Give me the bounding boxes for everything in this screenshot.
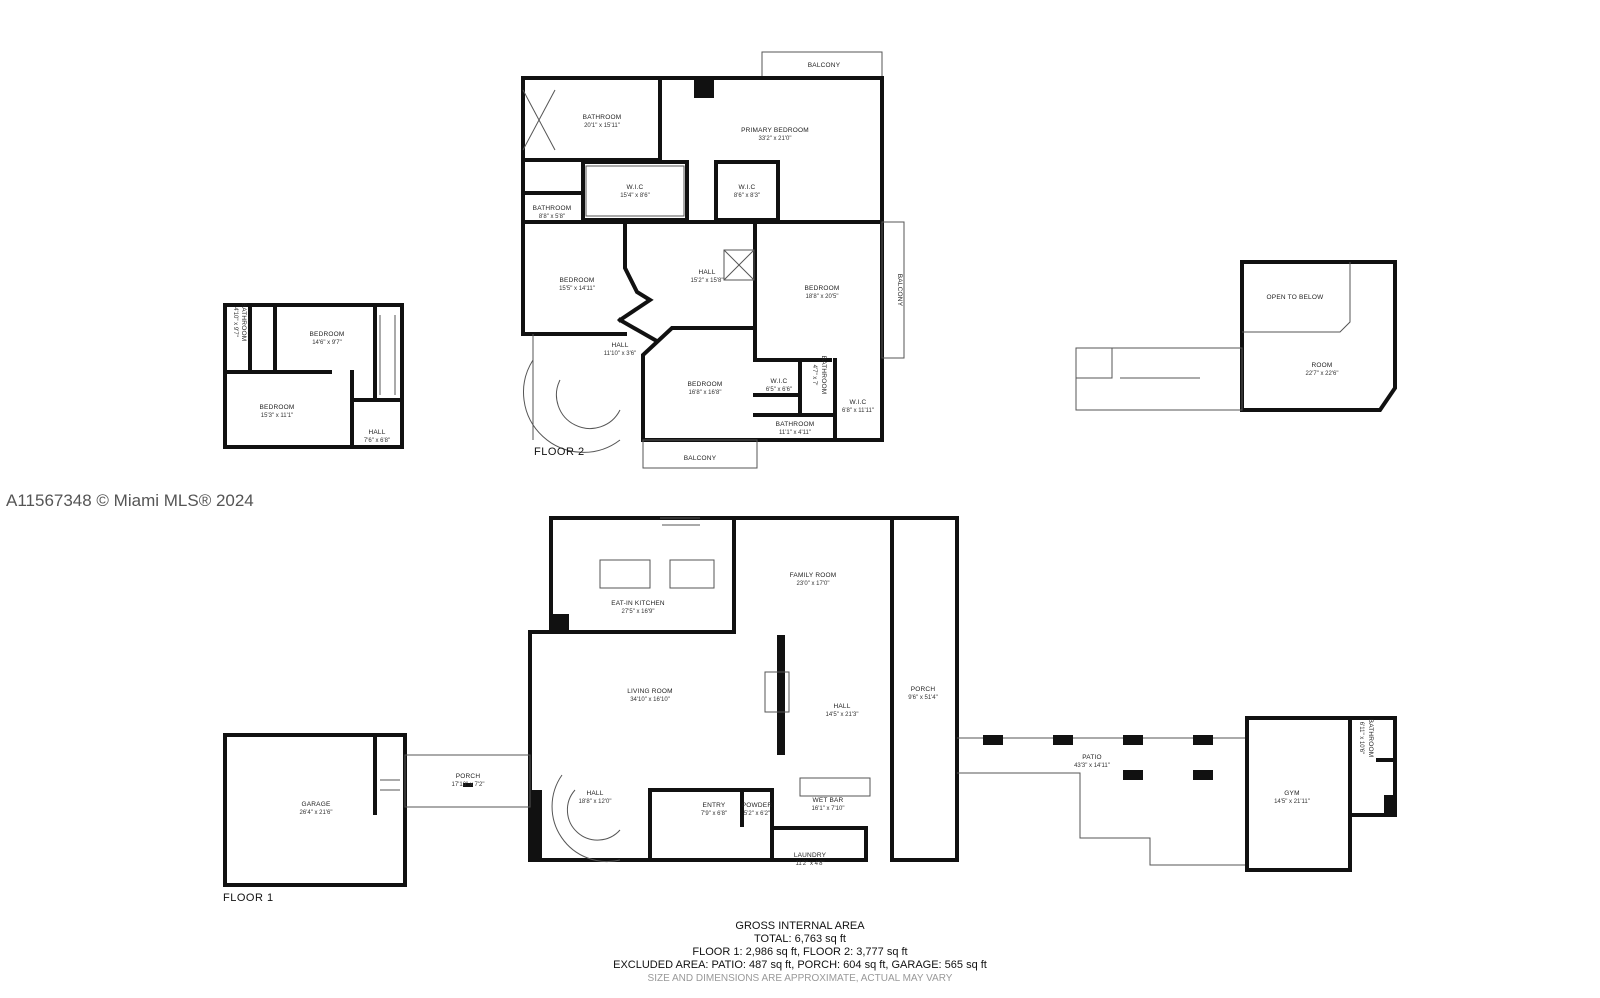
guest-house-walls — [223, 303, 404, 449]
room-name: BATHROOM — [820, 356, 827, 395]
room-name: GARAGE — [301, 801, 330, 808]
room-dimensions: 20'1" x 15'11" — [584, 123, 620, 129]
room-dimensions: 18'8" x 20'5" — [806, 294, 839, 300]
room-name: BALCONY — [808, 62, 841, 69]
room-name: PRIMARY BEDROOM — [741, 127, 809, 134]
gia-total: TOTAL: 6,763 sq ft — [754, 933, 846, 945]
room-dimensions: 8'8" x 5'8" — [539, 214, 565, 220]
room-name: EAT-IN KITCHEN — [611, 600, 665, 607]
room-dimensions: 18'8" x 12'0" — [579, 799, 612, 805]
room-name: OPEN TO BELOW — [1267, 294, 1325, 301]
room-dimensions: 4'10" x 9'7" — [232, 307, 238, 337]
room-dimensions: 7'6" x 6'8" — [364, 438, 390, 444]
room-name: HALL — [833, 703, 850, 710]
room-name: FAMILY ROOM — [790, 572, 837, 579]
room-dimensions: 11'1" x 4'11" — [779, 430, 811, 436]
room-name: LAUNDRY — [794, 852, 827, 859]
gross-internal-area: GROSS INTERNAL AREA TOTAL: 6,763 sq ft F… — [560, 920, 1040, 985]
room-name: W.I.C — [850, 399, 867, 406]
room-name: HALL — [611, 342, 628, 349]
room-name: BEDROOM — [310, 331, 345, 338]
room-dimensions: 11'10" x 3'6" — [604, 351, 636, 357]
floor2-walls — [521, 51, 905, 469]
room-dimensions: 15'2" x 15'8" — [691, 278, 724, 284]
room-name: GYM — [1284, 790, 1299, 797]
room-name: HALL — [698, 269, 715, 276]
gia-heading: GROSS INTERNAL AREA — [735, 920, 865, 932]
room-name: PORCH — [456, 773, 481, 780]
room-dimensions: 34'10" x 16'10" — [630, 697, 670, 703]
room-dimensions: 4'7" x 7' — [811, 365, 817, 386]
room-name: BATHROOM — [776, 421, 815, 428]
room-dimensions: 9'6" x 51'4" — [908, 695, 938, 701]
room-name: BALCONY — [896, 274, 903, 307]
room-name: WET BAR — [813, 797, 844, 804]
room-dimensions: 26'4" x 21'6" — [300, 810, 333, 816]
room-name: BEDROOM — [560, 277, 595, 284]
gia-excluded: EXCLUDED AREA: PATIO: 487 sq ft, PORCH: … — [613, 959, 987, 971]
floor1-walls — [528, 516, 959, 863]
room-name: W.I.C — [739, 184, 756, 191]
room-name: POWDER — [742, 802, 773, 809]
room-dimensions: 11'2" x 4'8" — [795, 861, 824, 867]
watermark: A11567348 © Miami MLS® 2024 — [6, 491, 254, 510]
room-dimensions: 16'8" x 16'8" — [689, 390, 722, 396]
room-name: BALCONY — [684, 455, 717, 462]
room-name: BEDROOM — [805, 285, 840, 292]
room-name: LIVING ROOM — [627, 688, 673, 695]
room-dimensions: 6'8" x 11'11" — [842, 408, 874, 414]
gia-floors: FLOOR 1: 2,986 sq ft, FLOOR 2: 3,777 sq … — [692, 946, 908, 958]
room-dimensions: 27'5" x 16'9" — [622, 609, 655, 615]
room-dimensions: 23'0" x 17'0" — [797, 581, 830, 587]
room-dimensions: 8'6" x 8'3" — [734, 193, 760, 199]
room-dimensions: 33'2" x 21'0" — [759, 136, 792, 142]
room-dimensions: 15'3" x 11'1" — [261, 413, 293, 419]
room-dimensions: 6'11" x 10'6" — [1358, 722, 1364, 754]
room-dimensions: 17'10" x 7'2" — [452, 782, 485, 788]
room-name: ROOM — [1311, 362, 1332, 369]
room-dimensions: 7'9" x 6'8" — [701, 811, 727, 817]
room-name: HALL — [586, 790, 603, 797]
room-dimensions: 15'5" x 14'11" — [559, 286, 595, 292]
room-dimensions: 16'1" x 7'10" — [812, 806, 845, 812]
patio-gym-walls — [957, 716, 1397, 872]
room-name: W.I.C — [627, 184, 644, 191]
room-dimensions: 43'3" x 14'11" — [1074, 763, 1110, 769]
room-name: W.I.C — [771, 378, 788, 385]
floor-label: FLOOR 1 — [223, 892, 274, 904]
room-dimensions: 14'6" x 9'7" — [312, 340, 342, 346]
room-dimensions: 22'7" x 22'6" — [1306, 371, 1339, 377]
room-name: BATHROOM — [583, 114, 622, 121]
room-dimensions: 5'2" x 6'2" — [744, 811, 770, 817]
room-name: HALL — [368, 429, 385, 436]
room-name: BEDROOM — [260, 404, 295, 411]
room-name: BATHROOM — [1367, 719, 1374, 758]
gym-upper-walls — [1075, 260, 1397, 412]
room-name: ENTRY — [703, 802, 726, 809]
floor-label: FLOOR 2 — [534, 446, 585, 458]
room-dimensions: 14'5" x 21'11" — [1274, 799, 1310, 805]
room-dimensions: 15'4" x 8'6" — [620, 193, 650, 199]
room-name: BEDROOM — [688, 381, 723, 388]
gia-note: SIZE AND DIMENSIONS ARE APPROXIMATE, ACT… — [647, 973, 953, 984]
room-name: BATHROOM — [533, 205, 572, 212]
room-dimensions: 14'5" x 21'3" — [826, 712, 859, 718]
garage-walls — [223, 733, 531, 887]
room-name: PATIO — [1082, 754, 1102, 761]
room-name: PORCH — [911, 686, 936, 693]
room-dimensions: 6'5" x 6'6" — [766, 387, 792, 393]
room-name: BATHROOM — [240, 303, 247, 342]
